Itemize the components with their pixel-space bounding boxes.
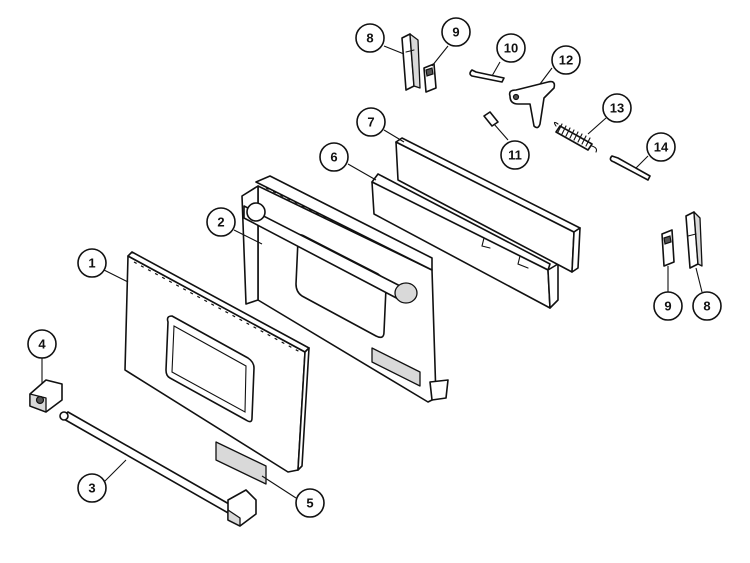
callout-10: 10 [496, 33, 526, 63]
callout-label: 2 [217, 215, 224, 230]
part-pin [469, 69, 505, 83]
callout-label: 6 [330, 150, 337, 165]
callout-label: 9 [664, 299, 671, 314]
callout-label: 1 [88, 256, 95, 271]
callout-label: 8 [703, 299, 710, 314]
callout-11: 11 [500, 140, 530, 170]
callout-label: 8 [366, 31, 373, 46]
part-insulation-channel [371, 173, 559, 309]
part-hinge-lower [685, 211, 703, 269]
callout-14: 14 [646, 132, 676, 162]
callout-9-upper: 9 [441, 17, 471, 47]
callout-13: 13 [602, 93, 632, 123]
part-door-handle-bar [59, 411, 257, 527]
callout-label: 14 [654, 140, 669, 155]
callout-label: 3 [88, 481, 95, 496]
callout-7: 7 [356, 107, 386, 137]
callout-label: 11 [508, 148, 522, 163]
callout-label: 7 [367, 115, 374, 130]
callout-5: 5 [295, 488, 325, 518]
part-handle-end-cap [29, 379, 63, 413]
part-hinge-upper [401, 33, 421, 91]
callout-4: 4 [27, 329, 57, 359]
part-inner-door-frame [241, 175, 449, 403]
callout-label: 5 [306, 496, 313, 511]
part-cotter-pin [609, 155, 651, 181]
part-hinge-lever [508, 80, 556, 129]
callout-label: 9 [452, 25, 459, 40]
part-door-seal-strip [395, 137, 581, 273]
part-hinge-bracket-upper [423, 63, 437, 93]
part-outer-door-panel [124, 251, 310, 473]
callout-2: 2 [206, 207, 236, 237]
callout-8-upper: 8 [355, 23, 385, 53]
callout-3: 3 [77, 473, 107, 503]
callout-label: 4 [38, 337, 46, 352]
part-hinge-bracket-lower [661, 229, 675, 267]
callout-label: 10 [504, 41, 518, 56]
callout-1: 1 [77, 248, 107, 278]
callout-8-lower: 8 [692, 291, 722, 321]
callout-6: 6 [319, 142, 349, 172]
callout-label: 13 [610, 101, 624, 116]
part-nameplate [215, 441, 267, 485]
part-small-pin [483, 111, 499, 127]
callout-9-lower: 9 [653, 291, 683, 321]
callout-12: 12 [551, 45, 581, 75]
part-spring [553, 121, 598, 153]
callout-label: 12 [559, 53, 573, 68]
leader-lines [41, 45, 703, 499]
